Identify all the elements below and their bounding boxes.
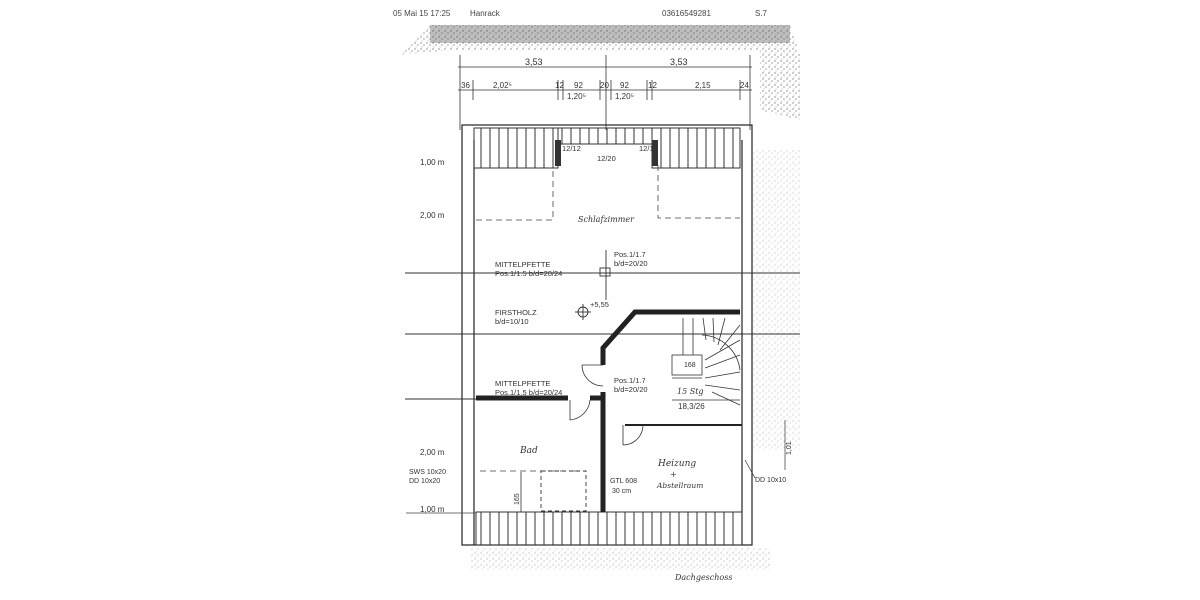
staircase	[671, 317, 741, 406]
annotation: 1,01	[786, 441, 793, 455]
room-bedroom: Schlafzimmer	[578, 215, 635, 224]
beam-title: MITTELPFETTE	[495, 260, 550, 269]
dim-segment: 12	[648, 81, 657, 90]
dim-segment: 2,15	[695, 81, 711, 90]
rafters-top	[473, 127, 741, 169]
room-heating: Heizung	[657, 459, 696, 469]
level-label: 2,00 m	[420, 448, 445, 457]
beam-labels: 12/12 12/20 12/12 MITTELPFETTE Pos.1/1.5…	[495, 144, 658, 397]
room-bath: Bad	[519, 446, 538, 456]
fax-phone: 03616549281	[662, 9, 711, 18]
scan-noise	[400, 25, 800, 570]
stair-rise-run: 18,3/26	[678, 402, 705, 411]
window-width: 1,20⁵	[567, 92, 586, 101]
dim-segments: 36 2,02⁵ 12 92 20 92 12 2,15 24 1,20⁵ 1,…	[461, 81, 749, 101]
room-storage: Abstellraum	[656, 481, 703, 490]
annotation: 165	[514, 493, 521, 505]
post-label: 12/12	[562, 144, 581, 153]
dim-segment: 2,02⁵	[493, 81, 512, 90]
rafters-bottom	[475, 511, 743, 546]
beam-spec: Pos.1/1.5 b/d=20/24	[495, 388, 562, 397]
annotation: SWS 10x20	[409, 469, 446, 476]
dim-segment: 92	[574, 81, 583, 90]
window-width: 1,20⁵	[615, 92, 634, 101]
level-label: 2,00 m	[420, 211, 445, 220]
purlin-lines	[405, 250, 800, 400]
dimension-chain	[458, 55, 752, 130]
dim-top-right: 3,53	[670, 57, 688, 67]
annotation: 30 cm	[612, 488, 631, 495]
annotation: GTL 608	[610, 478, 637, 485]
stair-steps: 15 Stg	[677, 387, 704, 396]
annotations: SWS 10x20 DD 10x20 DD 10x10 165 GTL 608 …	[409, 441, 793, 582]
beam-title: Pos.1/1.7	[614, 250, 646, 259]
dim-segment: 36	[461, 81, 470, 90]
beam-label: 12/20	[597, 154, 616, 163]
beam-spec: b/d=20/20	[614, 385, 648, 394]
dim-segment: 92	[620, 81, 629, 90]
beam-spec: b/d=10/10	[495, 317, 529, 326]
interior-walls	[476, 309, 742, 512]
stair-width: 168	[684, 362, 696, 369]
roof-note: Dachgeschoss	[674, 573, 732, 582]
skylight-outline	[540, 470, 587, 512]
outer-walls	[461, 124, 753, 546]
beam-spec: b/d=20/20	[614, 259, 648, 268]
dim-segment: 12	[555, 81, 564, 90]
beam-spec: Pos.1/1.5 b/d=20/24	[495, 269, 562, 278]
beam-title: MITTELPFETTE	[495, 379, 550, 388]
beam-title: FIRSTHOLZ	[495, 308, 537, 317]
room-heating-plus: +	[670, 470, 677, 479]
annotation: DD 10x10	[755, 477, 786, 484]
fax-timestamp: 05 Mai 15 17:25	[393, 9, 451, 18]
dim-top-left: 3,53	[525, 57, 543, 67]
fax-page: S.7	[755, 9, 768, 18]
dim-segment: 20	[600, 81, 609, 90]
level-label: 1,00 m	[420, 158, 445, 167]
ridge-height: +5,55	[590, 300, 609, 309]
right-dim-line	[744, 420, 786, 479]
fax-sender: Hanrack	[470, 9, 500, 18]
beam-title: Pos.1/1.7	[614, 376, 646, 385]
annotation: DD 10x20	[409, 478, 440, 485]
post-label: 12/12	[639, 144, 658, 153]
dim-segment: 24	[740, 81, 749, 90]
level-labels: 1,00 m 2,00 m 2,00 m 1,00 m	[420, 158, 445, 514]
level-label: 1,00 m	[420, 505, 445, 514]
doors	[569, 364, 644, 446]
